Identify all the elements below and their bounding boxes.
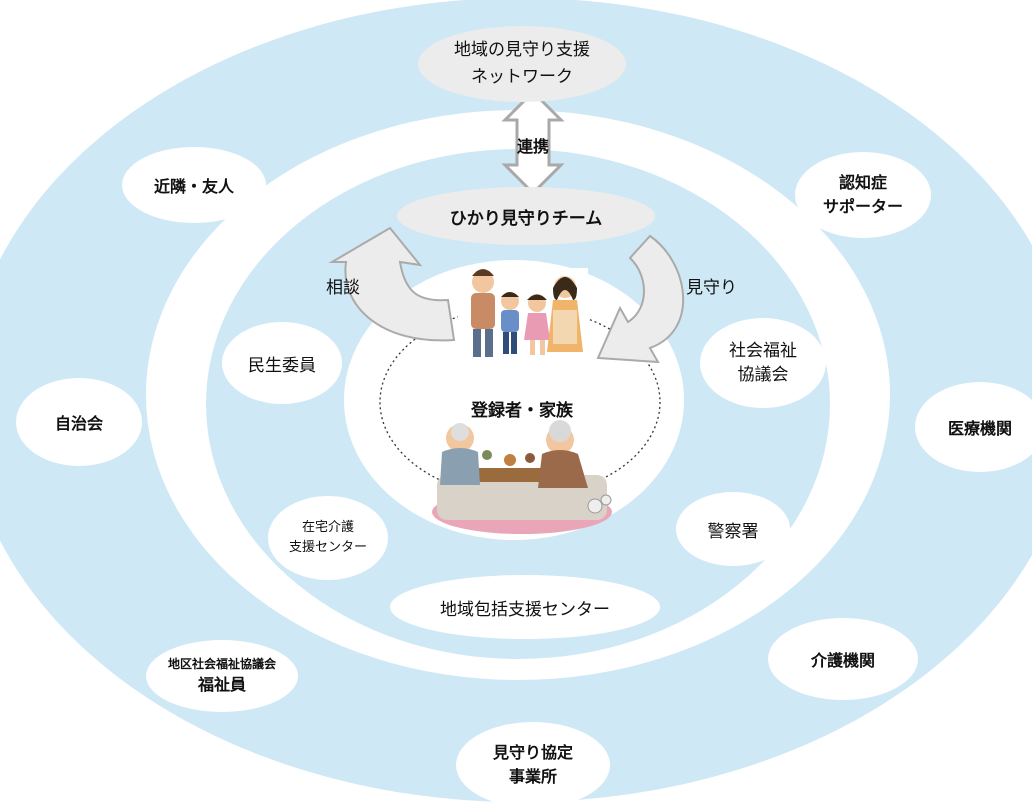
center-label: 登録者・家族: [471, 401, 573, 421]
watch-agreement-node: 見守り協定 事業所: [456, 722, 610, 808]
residents-association-node: 自治会: [16, 378, 142, 466]
care-institutions-label: 介護機関: [810, 651, 875, 670]
link-label: 連携: [516, 137, 549, 156]
consult-label: 相談: [326, 278, 360, 298]
team-node: ひかり見守りチーム: [397, 187, 655, 245]
home-care-center-label: 在宅介護 支援センター: [288, 520, 367, 555]
network-node: 地域の見守り支援 ネットワーク: [418, 26, 626, 102]
neighbors-node: 近隣・友人: [122, 147, 266, 223]
welfare-commissioner-node: 民生委員: [222, 322, 342, 404]
family-illustration: [458, 268, 588, 360]
welfare-commissioner-label: 民生委員: [248, 355, 316, 376]
network-label: 地域の見守り支援 ネットワーク: [454, 40, 590, 87]
watch-label: 見守り: [686, 278, 737, 298]
police-node: 警察署: [676, 492, 790, 566]
care-institutions-node: 介護機関: [768, 618, 918, 700]
district-welfare-node: 地区社会福祉協議会 福祉員: [146, 640, 298, 712]
welfare-member-label: 福祉員: [197, 675, 246, 694]
elderly-couple-kotatsu-illustration: [432, 420, 612, 534]
watch-agreement-label: 見守り協定 事業所: [492, 743, 573, 786]
residents-association-label: 自治会: [54, 414, 103, 433]
dementia-supporter-node: 認知症 サポーター: [795, 152, 931, 238]
community-center-node: 地域包括支援センター: [390, 575, 660, 639]
medical-node: 医療機関: [915, 382, 1032, 472]
watch-arrow: [596, 234, 685, 364]
neighbors-label: 近隣・友人: [153, 177, 234, 196]
team-label: ひかり見守りチーム: [449, 208, 603, 229]
police-label: 警察署: [707, 521, 759, 542]
community-center-label: 地域包括支援センター: [440, 599, 610, 620]
district-welfare-label: 地区社会福祉協議会: [167, 657, 276, 671]
home-care-center-node: 在宅介護 支援センター: [268, 496, 388, 580]
medical-label: 医療機関: [947, 419, 1012, 438]
consult-arrow: [328, 226, 456, 342]
social-welfare-council-node: 社会福祉 協議会: [700, 318, 826, 408]
dementia-supporter-label: 認知症 サポーター: [822, 173, 903, 216]
social-welfare-council-label: 社会福祉 協議会: [729, 341, 797, 385]
